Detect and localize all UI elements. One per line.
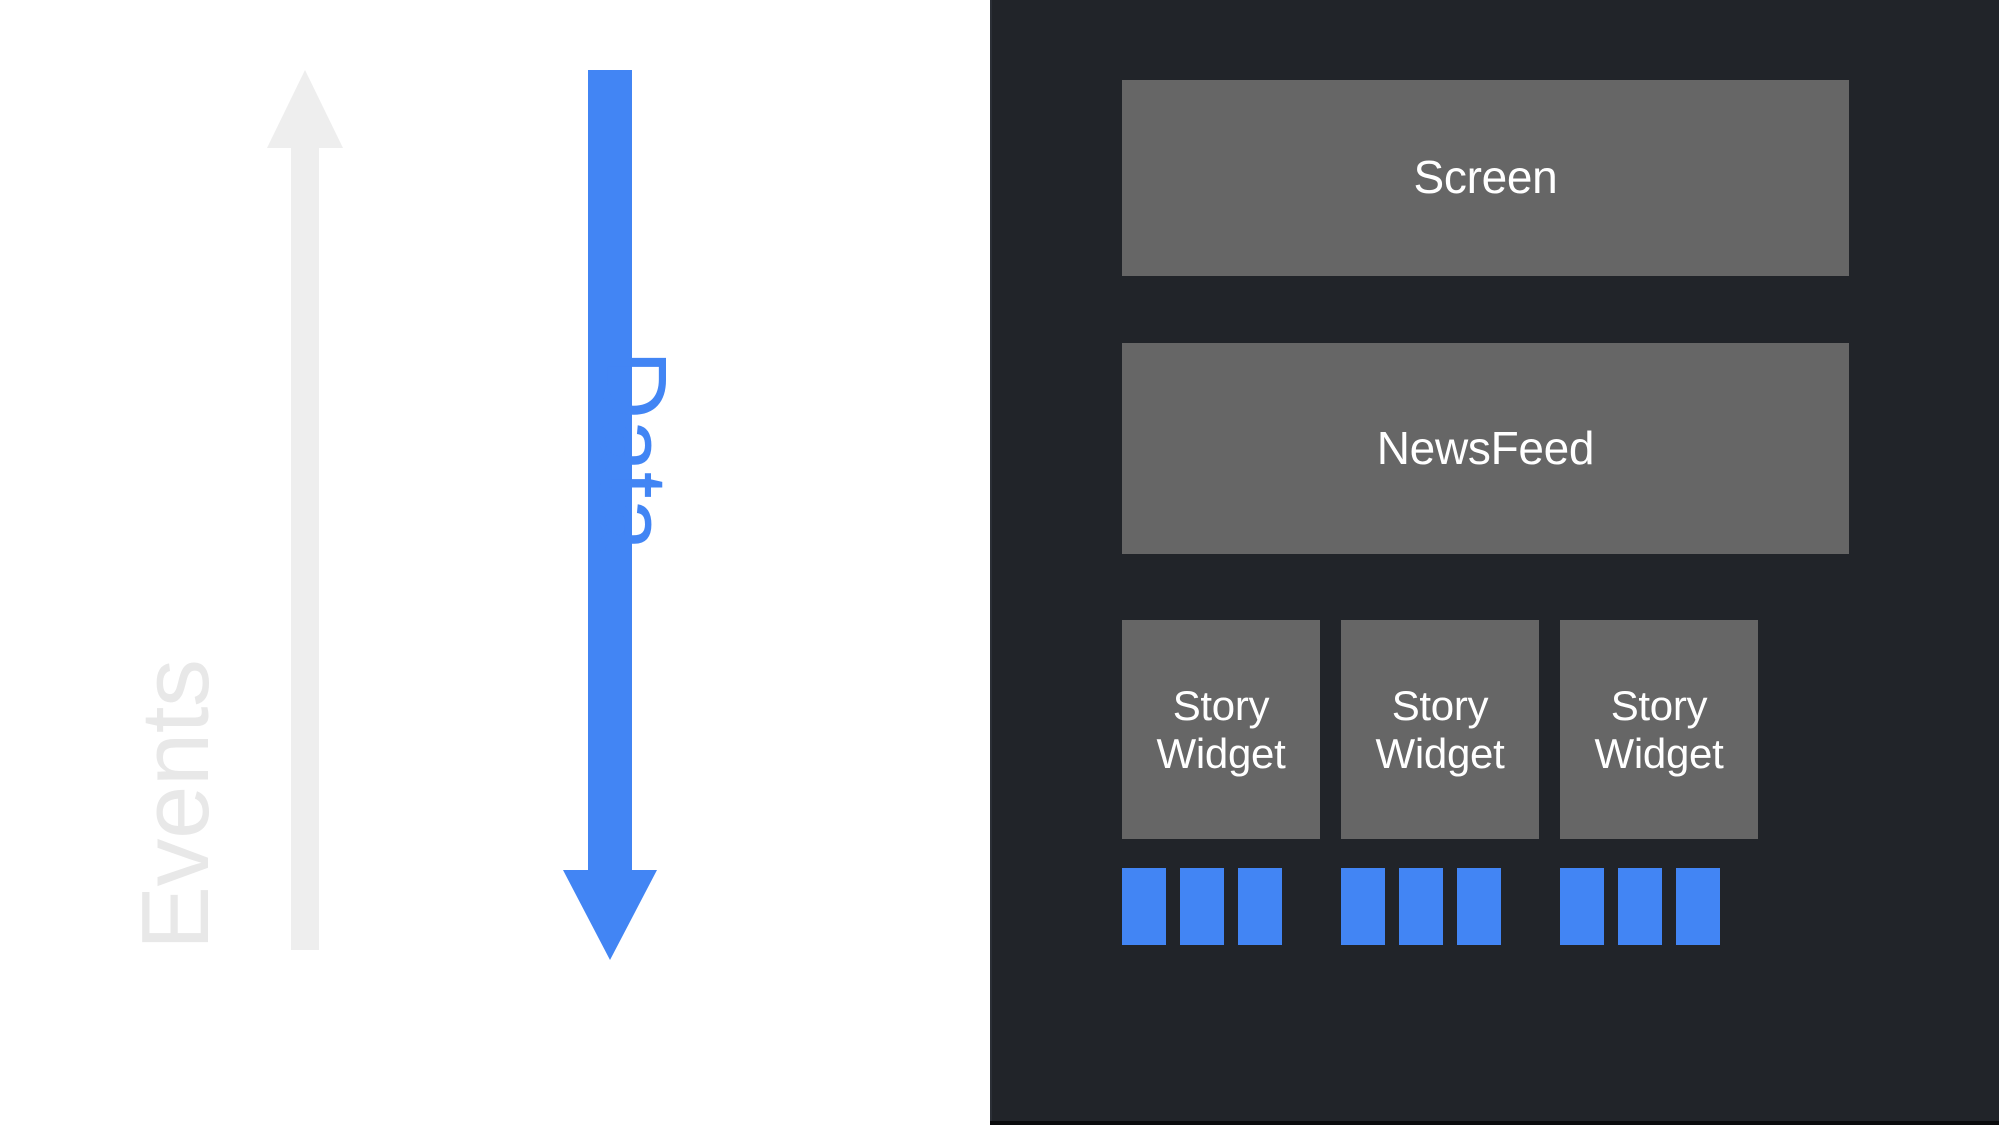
story-widget-line2: Widget bbox=[1156, 729, 1286, 777]
bottom-divider bbox=[990, 1121, 1999, 1125]
story-widget-line2: Widget bbox=[1375, 729, 1505, 777]
leaf-chip[interactable] bbox=[1238, 868, 1282, 945]
node-story-widget[interactable]: Story Widget bbox=[1560, 620, 1758, 839]
leaf-chip[interactable] bbox=[1618, 868, 1662, 945]
node-story-widget[interactable]: Story Widget bbox=[1122, 620, 1320, 839]
leaf-chip[interactable] bbox=[1560, 868, 1604, 945]
story-widget-line1: Story bbox=[1172, 682, 1270, 730]
events-flow-label: Events bbox=[122, 659, 229, 950]
node-screen[interactable]: Screen bbox=[1122, 80, 1849, 276]
node-newsfeed[interactable]: NewsFeed bbox=[1122, 343, 1849, 554]
leaf-chip[interactable] bbox=[1399, 868, 1443, 945]
arrow-down-icon bbox=[563, 70, 657, 960]
leaf-chip[interactable] bbox=[1457, 868, 1501, 945]
leaf-chip[interactable] bbox=[1180, 868, 1224, 945]
story-widget-line1: Story bbox=[1610, 682, 1708, 730]
component-tree-panel: Screen NewsFeed Story Widget Story Widge… bbox=[990, 0, 1999, 1125]
story-widget-line1: Story bbox=[1391, 682, 1489, 730]
leaf-chip[interactable] bbox=[1341, 868, 1385, 945]
flow-legend-panel: Events Data bbox=[0, 0, 990, 1125]
data-flow-label: Data bbox=[579, 350, 686, 551]
arrow-up-icon bbox=[267, 70, 343, 950]
leaf-chip[interactable] bbox=[1122, 868, 1166, 945]
leaf-chip[interactable] bbox=[1676, 868, 1720, 945]
node-story-widget[interactable]: Story Widget bbox=[1341, 620, 1539, 839]
story-widget-line2: Widget bbox=[1594, 729, 1724, 777]
